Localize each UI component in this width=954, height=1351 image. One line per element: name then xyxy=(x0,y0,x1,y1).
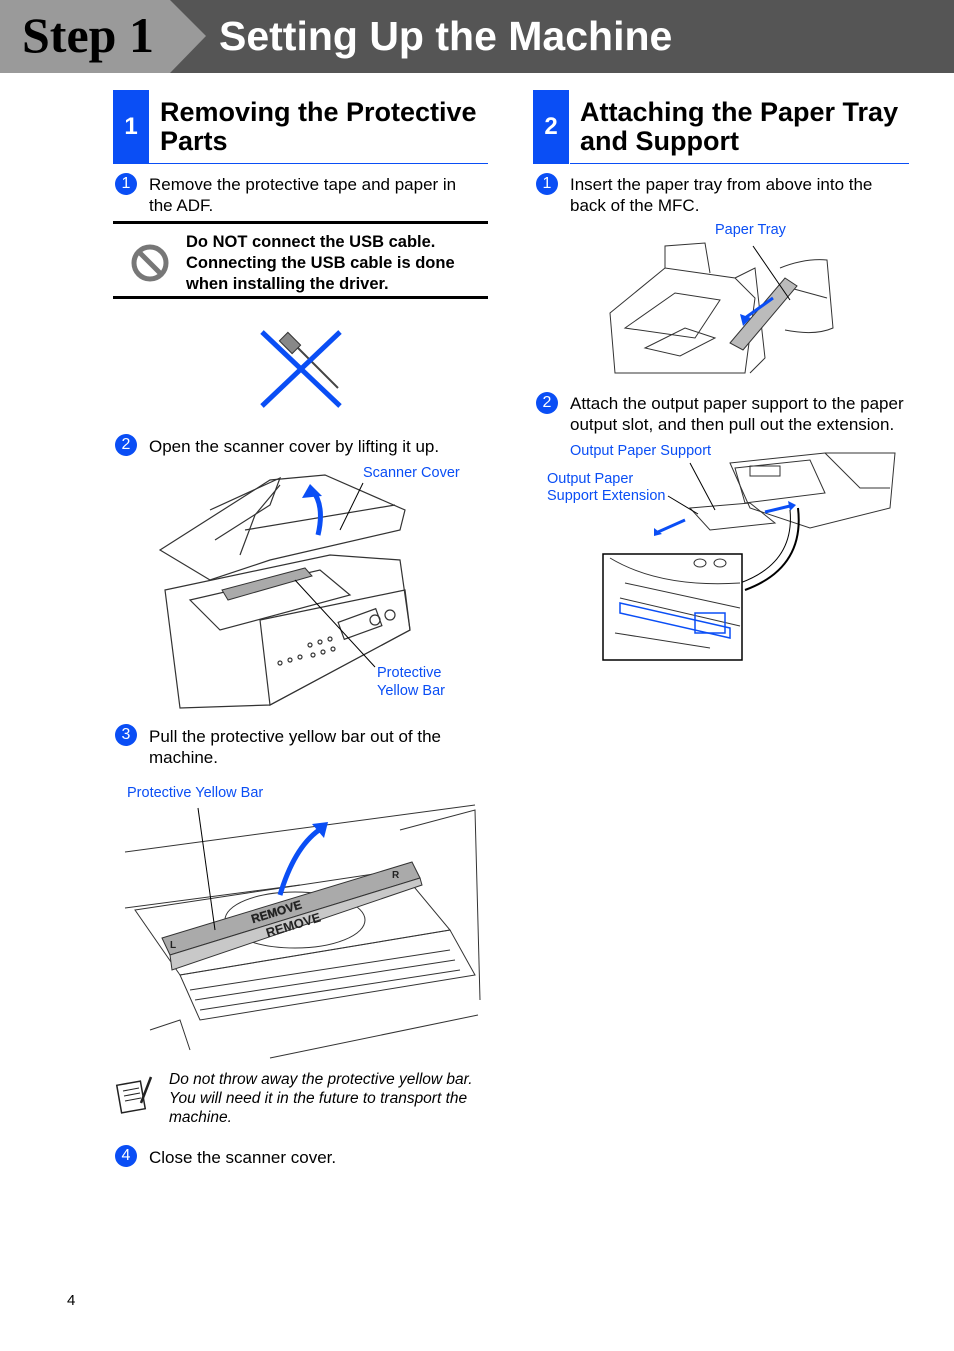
step-tab xyxy=(0,0,206,73)
yellow-bar-illustration: REMOVE REMOVE L R xyxy=(124,804,481,1059)
page-title: Setting Up the Machine xyxy=(219,13,673,59)
step-text: Close the scanner cover. xyxy=(149,1148,337,1167)
step-bullet: 1 xyxy=(536,173,558,195)
scanner-open-illustration xyxy=(158,474,411,709)
callout-scanner-cover: Scanner Cover xyxy=(363,465,460,481)
paper-tray-illustration xyxy=(609,242,834,374)
section-title: Attaching the Paper Tray and Support xyxy=(580,97,899,156)
callout-protective-bar-full: Protective Yellow Bar xyxy=(127,785,264,801)
step-text: Pull the protective yellow bar out of th… xyxy=(149,727,441,767)
section-number: 1 xyxy=(113,90,149,164)
page-number: 4 xyxy=(67,1292,76,1309)
callout-protective-bar-1: Protective xyxy=(377,665,442,681)
callout-output-paper-support: Output Paper Support xyxy=(570,443,712,459)
step-text: Insert the paper tray from above into th… xyxy=(570,175,873,215)
note-text: Do not throw away the protective yellow … xyxy=(169,1071,473,1126)
callout-output-ext-1: Output Paper xyxy=(547,471,634,487)
step-text: Remove the protective tape and paper in … xyxy=(149,175,457,215)
step-text: Open the scanner cover by lifting it up. xyxy=(149,437,440,456)
section-rule xyxy=(149,163,488,164)
caution-top-rule xyxy=(113,221,488,224)
note-pad-icon xyxy=(115,1076,153,1114)
callout-output-ext-2: Support Extension xyxy=(547,488,666,504)
caution-bottom-rule xyxy=(113,296,488,299)
step-bullet: 3 xyxy=(115,724,137,746)
output-support-illustration xyxy=(602,452,896,661)
prohibited-icon xyxy=(131,244,169,282)
callout-paper-tray: Paper Tray xyxy=(715,222,786,238)
caution-text: Do NOT connect the USB cable. Connecting… xyxy=(186,233,455,293)
step-bullet: 2 xyxy=(115,434,137,456)
step-bullet: 2 xyxy=(536,392,558,414)
step-bullet: 4 xyxy=(115,1145,137,1167)
step-bullet: 1 xyxy=(115,173,137,195)
usb-cable-crossed-icon xyxy=(260,330,342,408)
section-rule xyxy=(570,163,909,164)
bar-right-mark: R xyxy=(392,870,400,881)
step-label: Step 1 xyxy=(22,7,154,63)
bar-left-mark: L xyxy=(170,940,176,951)
callout-protective-bar-2: Yellow Bar xyxy=(377,683,445,699)
section-title: Removing the Protective Parts xyxy=(160,97,477,156)
step-text: Attach the output paper support to the p… xyxy=(570,394,904,434)
section-number: 2 xyxy=(533,90,569,164)
